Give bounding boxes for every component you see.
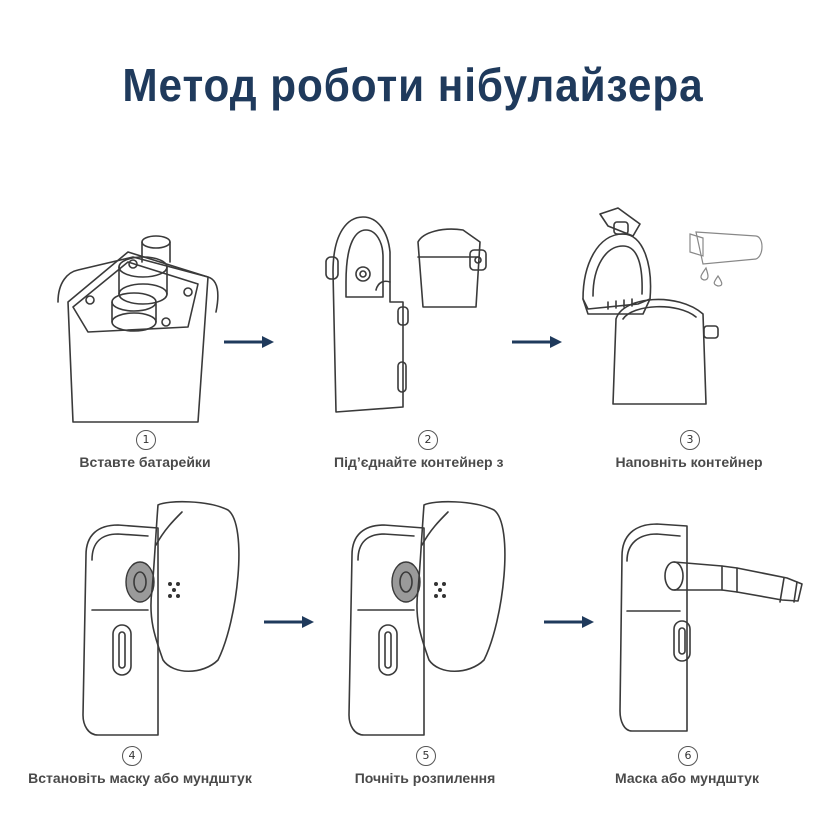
step-4-illustration [82,500,240,736]
step-2-illustration [325,216,487,413]
step-6-number: 6 [678,746,698,766]
step-6-illustration [619,523,803,732]
step-2-caption: Під’єднайте контейнер з [334,454,504,470]
step-3-number: 3 [680,430,700,450]
step-6-caption: Маска або мундштук [615,770,759,786]
step-3-illustration [582,207,763,405]
arrow-right-icon [264,616,314,628]
step-5-caption: Почніть розпилення [354,770,496,786]
step-2-number: 2 [418,430,438,450]
arrow-right-icon [512,336,562,348]
step-1-caption: Вставте батарейки [79,454,211,470]
step-4-caption: Встановіть маску або мундштук [28,770,252,786]
step-1-number: 1 [136,430,156,450]
step-1-illustration [57,235,219,423]
step-3-caption: Наповніть контейнер [615,454,763,470]
step-4-number: 4 [122,746,142,766]
arrow-right-icon [544,616,594,628]
step-5-illustration [348,500,506,736]
step-5-number: 5 [416,746,436,766]
page-title: Метод роботи нібулайзера [122,59,704,111]
arrow-right-icon [224,336,274,348]
